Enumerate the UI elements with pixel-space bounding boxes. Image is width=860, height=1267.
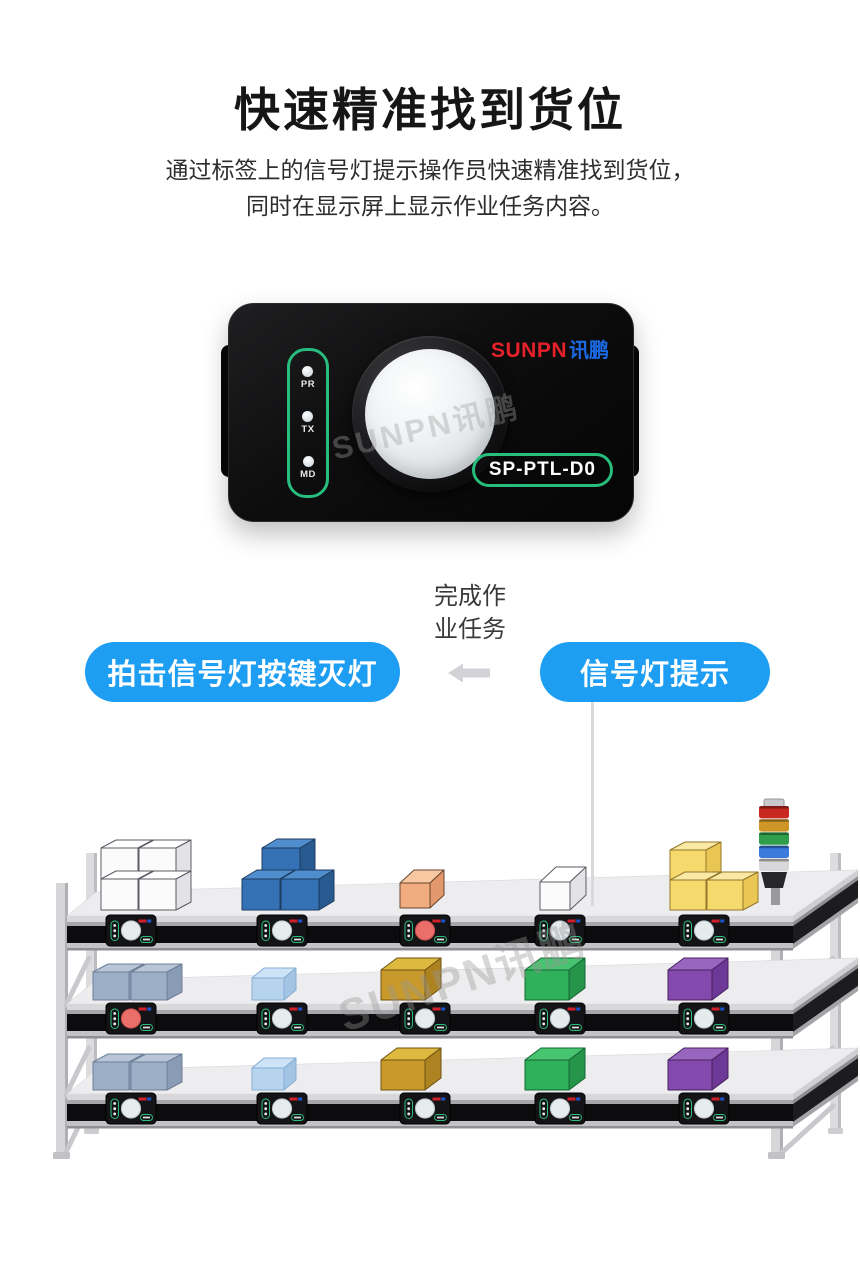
- shelf-post: [86, 853, 97, 1132]
- ptl-device-button-white: [271, 920, 293, 941]
- ptl-device-button-white: [549, 1098, 571, 1119]
- ptl-device: [105, 1002, 157, 1035]
- tower-light-segment: [759, 819, 789, 832]
- cargo-stack-gold: [380, 1047, 442, 1091]
- ptl-device: [678, 914, 730, 947]
- page-subtitle: 通过标签上的信号灯提示操作员快速精准找到货位， 同时在显示屏上显示作业任务内容。: [0, 152, 860, 224]
- post-foot: [84, 1128, 99, 1134]
- ptl-device-button-white: [693, 920, 715, 941]
- shelf-post: [56, 883, 68, 1155]
- cargo-stack-gold: [380, 957, 442, 1001]
- label-light-prompt: 信号灯提示: [540, 642, 770, 702]
- tower-base: [761, 872, 787, 888]
- led-dot-icon: [302, 455, 314, 467]
- ptl-device-button-white: [271, 1098, 293, 1119]
- ptl-device: [678, 1002, 730, 1035]
- led-tx: TX: [301, 410, 314, 435]
- post-foot: [53, 1152, 70, 1159]
- cargo-stack-lightblue: [251, 1057, 297, 1091]
- cargo-stack-blue: [241, 838, 335, 911]
- flow-step-label: 完成作 业任务: [434, 583, 506, 643]
- shelf-frame: [53, 853, 843, 1159]
- label-tap-to-dismiss: 拍击信号灯按键灭灯: [85, 642, 400, 702]
- cargo-stack-gray: [92, 963, 183, 1001]
- cargo-stack-orange: [399, 869, 445, 909]
- tower-light-segment: [759, 858, 789, 872]
- post-foot: [828, 1128, 843, 1134]
- ptl-device-button-white: [693, 1008, 715, 1029]
- connector-line: [591, 702, 594, 906]
- model-badge: SP-PTL-D0: [471, 453, 613, 487]
- pick-button: [365, 349, 495, 479]
- led-dot-icon: [302, 366, 314, 378]
- led-dot-icon: [302, 410, 314, 422]
- ptl-device: [105, 914, 157, 947]
- ptl-device-button-white: [693, 1098, 715, 1119]
- left-arrow-icon: [448, 663, 490, 683]
- ptl-devices: [105, 914, 730, 1125]
- shelf-level-2: [66, 957, 859, 1039]
- shelf-watermark: SUNPN讯鹏: [333, 916, 592, 1042]
- cargo-stack-green: [524, 1047, 586, 1091]
- ptl-rail: [67, 926, 793, 943]
- ptl-device: [534, 1092, 586, 1125]
- cargo-stack-yellow: [669, 841, 759, 911]
- ptl-device-button-white: [414, 1098, 436, 1119]
- cargo-boxes: [92, 838, 759, 1091]
- ptl-rail: [67, 1014, 793, 1031]
- shelf-level-1: [66, 869, 859, 951]
- ptl-rail: [67, 1104, 793, 1121]
- shelf-post: [771, 902, 783, 1158]
- ptl-device: [534, 914, 586, 947]
- cargo-stack-white: [100, 839, 192, 911]
- ptl-device: [256, 1002, 308, 1035]
- ptl-device-button-white: [414, 1008, 436, 1029]
- subtitle-line-2: 同时在显示屏上显示作业任务内容。: [246, 193, 614, 219]
- ptl-device-button-red: [414, 920, 436, 941]
- ptl-device: [105, 1092, 157, 1125]
- tower-cap: [763, 798, 785, 808]
- cargo-stack-white: [539, 866, 587, 911]
- tower-light-segment: [759, 832, 789, 845]
- ptl-device: [399, 1002, 451, 1035]
- page-title: 快速精准找到货位: [234, 84, 626, 136]
- led-pr: PR: [301, 366, 315, 390]
- ptl-device: [534, 1002, 586, 1035]
- tower-pole: [771, 888, 780, 905]
- led-indicator-panel: PR TX MD: [287, 348, 329, 498]
- cargo-stack-gray: [92, 1053, 183, 1091]
- ptl-device: [399, 914, 451, 947]
- ptl-device-button-white: [120, 1098, 142, 1119]
- cargo-stack-purple: [667, 1047, 729, 1091]
- shelf-level-3: [66, 1047, 859, 1129]
- cargo-stack-green: [524, 957, 586, 1001]
- ptl-device: [678, 1092, 730, 1125]
- cargo-stack-purple: [667, 957, 729, 1001]
- ptl-device-button-white: [120, 920, 142, 941]
- shelf-braces: [63, 955, 836, 1159]
- ptl-device-button-white: [549, 1008, 571, 1029]
- post-foot: [768, 1152, 785, 1159]
- tower-light: [759, 798, 789, 905]
- tower-light-segment: [759, 845, 789, 858]
- shelf-post: [830, 853, 841, 1132]
- subtitle-line-1: 通过标签上的信号灯提示操作员快速精准找到货位，: [165, 157, 695, 183]
- tower-light-segment: [759, 806, 789, 819]
- ptl-device: [256, 914, 308, 947]
- ptl-device: [256, 1092, 308, 1125]
- ptl-device-button-white: [271, 1008, 293, 1029]
- ptl-device: [399, 1092, 451, 1125]
- ptl-device-button-white: [549, 920, 571, 941]
- led-md: MD: [300, 455, 316, 480]
- ptl-device-button-red: [120, 1008, 142, 1029]
- pick-button-bezel: [352, 336, 508, 492]
- cargo-stack-lightblue: [251, 967, 297, 1001]
